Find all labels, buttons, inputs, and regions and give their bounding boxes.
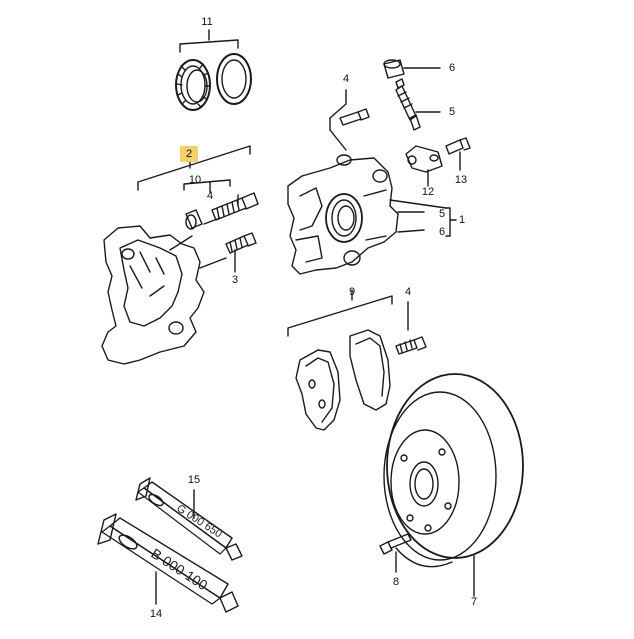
pads-bracket-line: [287, 295, 393, 337]
callout-15: 15: [187, 474, 201, 486]
callout-7: 7: [470, 596, 478, 608]
tube-lower-code: B 000 100: [148, 545, 210, 593]
grease-tube-upper-part: [135, 477, 243, 561]
caliper-bolt-upper-part: [329, 89, 370, 151]
brake-pad-outer-part: [349, 329, 391, 411]
callout-6-cap: 6: [448, 62, 456, 74]
pad-bolt-part: [395, 301, 427, 355]
callout-2-highlighted: 2: [180, 146, 198, 162]
assembly-brace: [445, 207, 451, 237]
disc-screw-part: [379, 533, 412, 573]
callout-3: 3: [231, 274, 239, 286]
carrier-bracket-line: [137, 145, 251, 191]
brake-disc-part: [383, 373, 524, 597]
carrier-bolt-part: [225, 232, 257, 273]
brake-carrier-part: [101, 225, 205, 365]
callout-5-assembly: 5: [438, 208, 446, 220]
callout-8: 8: [392, 576, 400, 588]
bracket-bolt-part: [445, 137, 471, 171]
bleeder-screw-part: [395, 78, 441, 131]
callout-4-upper: 4: [342, 73, 350, 85]
grease-tube-lower-part: [97, 513, 239, 613]
callout-9: 9: [348, 286, 356, 298]
callout-1: 1: [458, 214, 466, 226]
leader-lines: [169, 199, 447, 269]
tube-upper-code: G 000 650: [174, 502, 224, 540]
guide-pin-part: [183, 179, 259, 230]
callout-4-pad: 4: [404, 286, 412, 298]
dust-cap-part: [383, 59, 441, 79]
callout-4-pin: 4: [206, 190, 214, 202]
callout-12: 12: [421, 186, 435, 198]
brake-hose-bracket-part: [405, 145, 443, 187]
callout-10: 10: [188, 174, 202, 186]
callout-5-bleeder: 5: [448, 106, 456, 118]
seal-kit-part: [175, 29, 252, 111]
callout-6-assembly: 6: [438, 226, 446, 238]
callout-11: 11: [201, 16, 213, 28]
callout-14: 14: [149, 608, 163, 620]
callout-13: 13: [454, 174, 468, 186]
caliper-housing-part: [287, 154, 399, 275]
brake-pad-inner-part: [295, 349, 341, 431]
